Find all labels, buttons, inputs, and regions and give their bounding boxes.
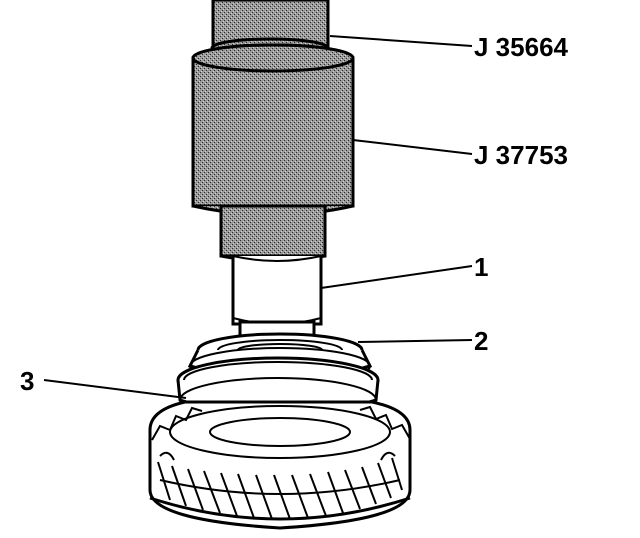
callout-part-2: 2 <box>474 326 488 356</box>
callout-part-1: 1 <box>474 252 488 282</box>
leader-lines <box>43 35 473 399</box>
installer-body <box>191 43 355 217</box>
helical-gear <box>148 400 412 530</box>
helical-teeth <box>157 457 403 520</box>
installer-lower-step <box>219 204 327 263</box>
callout-j37753: J 37753 <box>474 140 568 170</box>
callout-part-3: 3 <box>20 366 34 396</box>
gear-teeth <box>151 405 411 461</box>
callout-j35664: J 35664 <box>474 32 569 62</box>
